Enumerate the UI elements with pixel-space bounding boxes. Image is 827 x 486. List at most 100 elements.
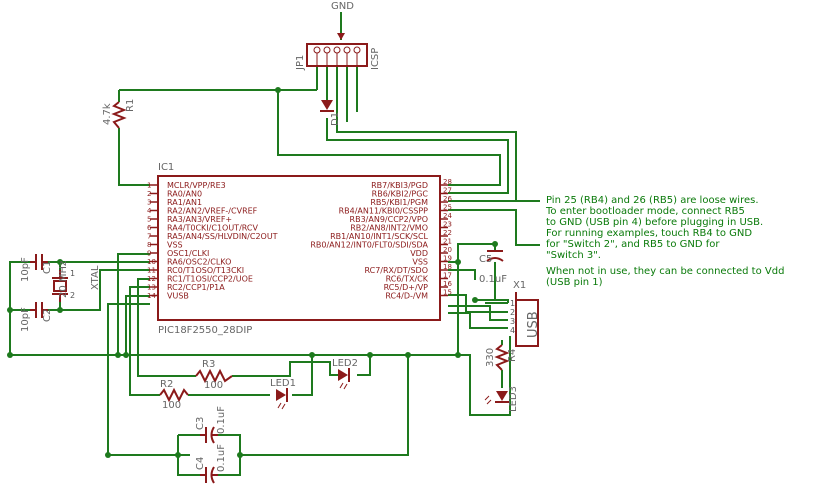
- wire-mclr: [118, 128, 150, 186]
- c4-value: 0.1uF: [216, 444, 227, 472]
- jp1-pin: [343, 46, 351, 54]
- r4-resistor: 330 R4: [485, 344, 518, 371]
- junctions: [7, 87, 498, 458]
- c3-value: 0.1uF: [216, 406, 227, 434]
- led2: LED2: [332, 358, 358, 390]
- xtal-pin1: 1: [70, 269, 75, 278]
- ic1-pin-name: RB4/AN11/KBI0/CSSPP: [339, 207, 429, 216]
- ic1-pin-number: 18: [443, 263, 452, 271]
- xtal-ref: XTAL: [90, 265, 101, 290]
- ic1-pin-name: RC1/T1OSI/CCP2/UOE: [167, 275, 253, 284]
- ic1-pin-number: 7: [147, 233, 151, 241]
- wire-c3c4-left: [177, 435, 200, 476]
- ic1-pin-name: RC5/D+/VP: [384, 283, 429, 292]
- junction: [455, 259, 461, 265]
- x1-ref: X1: [513, 280, 526, 291]
- ic1-pin-name: VUSB: [167, 292, 189, 301]
- ic1-part: PIC18F2550_28DIP: [158, 325, 252, 336]
- junction: [309, 352, 315, 358]
- r4-zigzag: [494, 344, 510, 371]
- led1-arrow-icon: [281, 403, 286, 410]
- junction: [175, 452, 181, 458]
- note-line: for "Switch 2", and RB5 to GND for: [546, 239, 720, 250]
- ic1-ref: IC1: [158, 162, 174, 173]
- ic1-pin-number: 23: [443, 221, 452, 229]
- x1-usb-connector: X1 USB 1 2 3 4: [510, 280, 541, 347]
- ic1-pin-name: RB6/KBI2/PGC: [372, 190, 429, 199]
- c4-plate-curved: [210, 466, 215, 484]
- note-line: To enter bootloader mode, connect RB5: [545, 206, 745, 217]
- wire-r3-led2: [232, 361, 338, 377]
- wire-gnd-right: [458, 336, 511, 416]
- wire-vss-8: [117, 253, 150, 355]
- x1-pin-1: 1: [510, 299, 515, 308]
- x1-pin-3: 3: [510, 317, 515, 326]
- led3-triangle-icon: [496, 391, 508, 401]
- x1-pin-4: 4: [510, 326, 515, 335]
- xtal-body: [53, 280, 67, 292]
- junction: [472, 297, 478, 303]
- ic1-pin-name: RA6/OSC2/CLKO: [167, 258, 231, 267]
- ic1-pin-name: RC7/RX/DT/SDO: [364, 266, 428, 275]
- led3-ref: LED3: [508, 386, 519, 412]
- wire-c3-gnd: [240, 355, 409, 456]
- ic1-pin-name: RB2/AN8/INT2/VMO: [350, 224, 428, 233]
- ic1-pin-name: RC4/D-/VM: [385, 292, 428, 301]
- wire-usb-dminus: [448, 312, 508, 329]
- c5-capacitor: C5 0.1uF: [479, 250, 507, 285]
- ic1-pin-number: 16: [443, 280, 452, 288]
- ic1-pin-number: 26: [443, 195, 452, 203]
- junction: [492, 241, 498, 247]
- ic1-pin-name: RA2/AN2/VREF-/CVREF: [167, 207, 258, 216]
- ic1-pin-name: RA0/AN0: [167, 190, 202, 199]
- ic1-pin-name: RC2/CCP1/P1A: [167, 283, 225, 292]
- wire-c1-left: [9, 261, 30, 355]
- r2-ref: R2: [160, 379, 173, 390]
- ic1-pin-number: 15: [443, 289, 452, 297]
- junction: [7, 352, 13, 358]
- xtal-value: 20 MHz: [58, 261, 69, 298]
- ic1-pin-number: 12: [147, 275, 156, 283]
- ic1-pin-name: RB3/AN9/CCP2/VPO: [350, 215, 428, 224]
- ic1-pin-number: 20: [443, 246, 452, 254]
- d1-ref: D1: [330, 112, 341, 126]
- wire-rc1: [129, 286, 160, 396]
- junction: [275, 87, 281, 93]
- c2-value: 10pF: [20, 307, 31, 332]
- note-line: "Switch 3".: [546, 250, 601, 261]
- r2-resistor: R2 100: [159, 379, 189, 411]
- x1-name: USB: [526, 311, 541, 338]
- r1-zigzag: [111, 101, 127, 129]
- ic1-right-pins: 28RB7/KBI3/PGD27RB6/KBI2/PGC26RB5/KBI1/P…: [310, 178, 452, 301]
- ic1-body: [157, 175, 441, 321]
- junction: [367, 352, 373, 358]
- led1: LED1: [270, 378, 296, 410]
- xtal-pin2: 2: [70, 291, 75, 300]
- ic1-pin-number: 17: [443, 272, 452, 280]
- r3-ref: R3: [202, 359, 215, 370]
- ic1-pin-name: VSS: [412, 258, 428, 267]
- led2-arrow-icon: [343, 383, 348, 390]
- x1-pin-2: 2: [510, 308, 515, 317]
- gnd-label: GND: [331, 1, 354, 12]
- led1-arrow-icon: [277, 402, 282, 409]
- xtal-crystal: 20 MHz XTAL 1 2: [52, 261, 101, 302]
- wire-rc2: [125, 295, 150, 355]
- c4-capacitor: C4 0.1uF: [195, 444, 227, 484]
- ic1-pin-name: RB1/AN10/INT1/SCK/SCL: [330, 232, 428, 241]
- ic1-pin-name: RC6/TX/CK: [386, 275, 429, 284]
- jp1-pin: [333, 46, 341, 54]
- ic1-pin-name: RB5/KBI1/PGM: [370, 198, 428, 207]
- ic1-pin-number: 2: [147, 190, 151, 198]
- c5-ref: C5: [479, 254, 492, 265]
- junction: [7, 307, 13, 313]
- led2-ref: LED2: [332, 358, 358, 369]
- led1-triangle-icon: [276, 389, 286, 401]
- gnd-arrow-icon: [337, 33, 345, 40]
- ic1-pin-name: OSC1/CLKI: [167, 249, 209, 258]
- junction: [115, 352, 121, 358]
- c4-ref: C4: [195, 457, 206, 470]
- wire-rc0: [137, 278, 196, 377]
- led3-arrow-icon: [484, 395, 490, 401]
